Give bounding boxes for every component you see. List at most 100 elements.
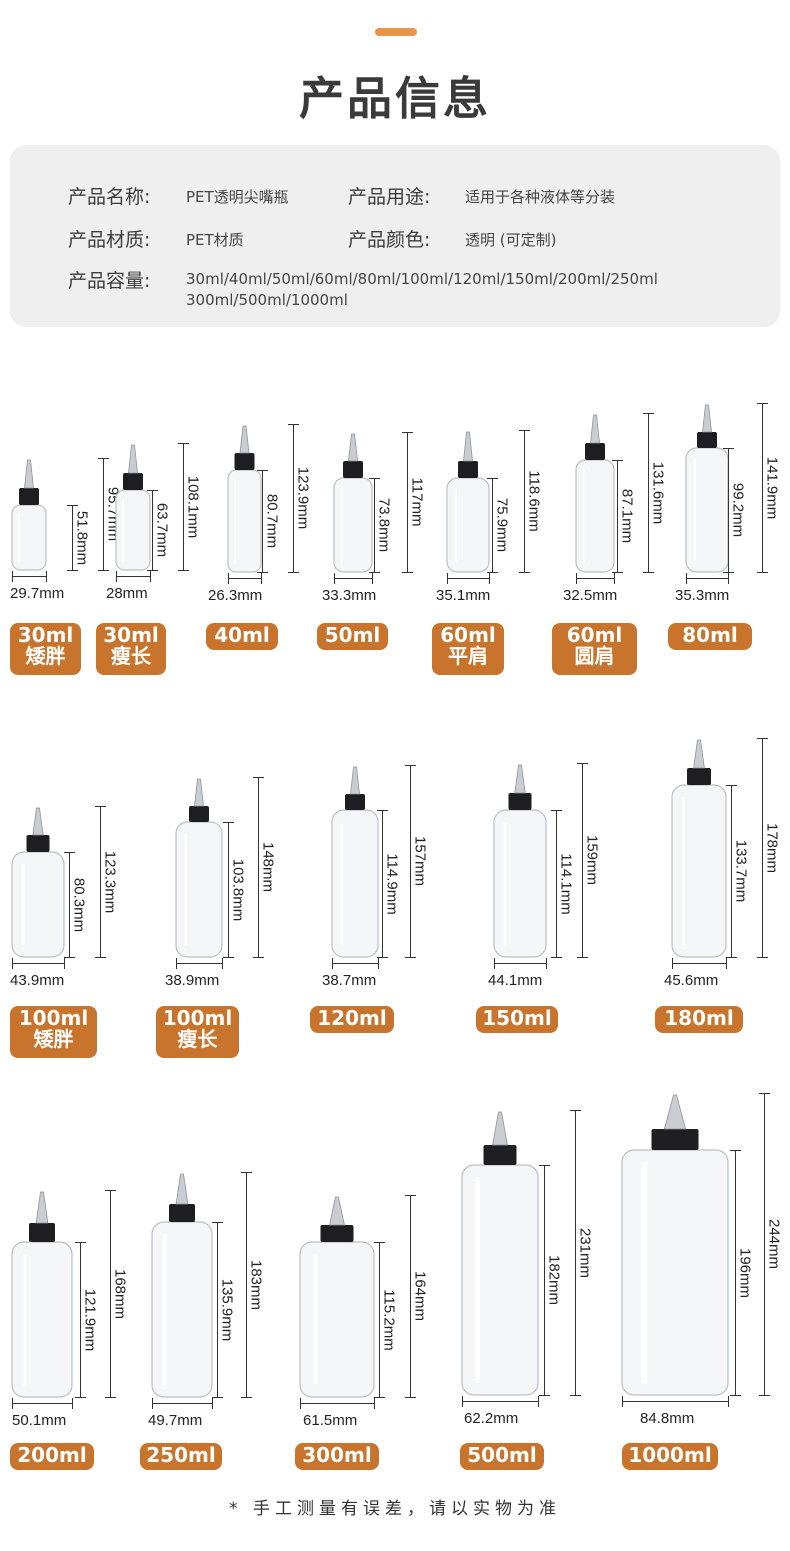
name-value: PET透明尖嘴瓶	[186, 188, 289, 206]
bottle-illustration	[11, 459, 47, 571]
body-height-line	[217, 1222, 218, 1397]
body-height-line	[556, 810, 557, 957]
width-label: 32.5mm	[563, 587, 618, 604]
body-height-tick-top	[64, 852, 75, 853]
bottle-illustration	[461, 1111, 539, 1396]
variant-label: 平肩	[448, 644, 488, 668]
body-height-tick-top	[223, 822, 234, 823]
body-height-label: 114.9mm	[383, 852, 401, 915]
body-height-tick-bottom	[64, 957, 75, 958]
body-height-tick-top	[612, 460, 623, 461]
body-height-tick-bottom	[369, 572, 380, 573]
body-height-line	[492, 478, 493, 572]
width-label: 29.7mm	[10, 585, 65, 602]
width-line	[176, 963, 222, 964]
total-height-line	[764, 1093, 765, 1395]
total-height-tick-top	[178, 443, 189, 444]
body-height-label: 121.9mm	[81, 1288, 99, 1351]
width-line	[332, 963, 378, 964]
total-height-tick-top	[253, 777, 264, 778]
width-tick-left	[622, 1396, 623, 1407]
capacity-badge: 300ml	[295, 1443, 379, 1470]
width-tick-left	[686, 573, 687, 584]
total-height-line	[246, 1172, 247, 1397]
total-height-line	[410, 1195, 411, 1397]
body-height-tick-top	[67, 505, 78, 506]
body-height-tick-bottom	[377, 957, 388, 958]
width-tick-left	[334, 573, 335, 584]
capacity-value-line2: 300ml/500ml/1000ml	[186, 291, 348, 309]
width-tick-left	[300, 1398, 301, 1409]
body-height-tick-top	[212, 1222, 223, 1223]
width-line	[12, 576, 46, 577]
width-label: 61.5mm	[303, 1412, 358, 1429]
total-height-line	[183, 443, 184, 570]
width-line	[228, 578, 261, 579]
body-height-line	[374, 478, 375, 572]
capacity-label: 100ml	[162, 1006, 233, 1030]
total-height-tick-bottom	[178, 570, 189, 571]
width-tick-right	[372, 573, 373, 584]
width-tick-right	[64, 958, 65, 969]
body-height-line	[735, 1150, 736, 1395]
capacity-label: 120ml	[317, 1006, 387, 1030]
capacity-badge: 120ml	[310, 1006, 394, 1033]
capacity-badge: 80ml	[668, 623, 752, 650]
variant-label: 瘦长	[111, 644, 151, 668]
total-height-tick-top	[98, 458, 109, 459]
width-tick-right	[374, 1398, 375, 1409]
capacity-badge: 40ml	[206, 623, 278, 650]
use-value: 适用于各种液体等分装	[465, 188, 616, 206]
body-height-line	[382, 810, 383, 957]
width-tick-left	[494, 958, 495, 969]
body-height-label: 115.2mm	[380, 1288, 398, 1351]
capacity-label: 80ml	[682, 623, 738, 647]
width-line	[116, 576, 150, 577]
total-height-line	[648, 413, 649, 572]
width-tick-left	[12, 958, 13, 969]
total-height-line	[258, 777, 259, 957]
width-tick-left	[228, 573, 229, 584]
total-height-label: 244mm	[765, 1218, 783, 1270]
body-height-label: 80.3mm	[70, 877, 88, 932]
name-label: 产品名称:	[68, 186, 151, 208]
total-height-label: 118.6mm	[525, 470, 543, 532]
total-height-tick-top	[288, 424, 299, 425]
width-line	[152, 1403, 212, 1404]
body-height-tick-bottom	[539, 1395, 550, 1396]
body-height-tick-top	[75, 1242, 86, 1243]
width-label: 43.9mm	[10, 972, 65, 989]
total-height-tick-top	[519, 430, 530, 431]
width-tick-left	[176, 958, 177, 969]
variant-label: 圆肩	[574, 644, 615, 668]
body-height-tick-bottom	[67, 570, 78, 571]
total-height-tick-bottom	[643, 572, 654, 573]
body-height-tick-top	[730, 1150, 741, 1151]
width-line	[462, 1401, 538, 1402]
capacity-badge: 500ml	[460, 1443, 544, 1470]
width-tick-right	[728, 1396, 729, 1407]
body-height-label: 75.9mm	[493, 497, 511, 553]
body-height-label: 87.1mm	[618, 488, 636, 544]
width-tick-right	[614, 573, 615, 584]
body-height-tick-bottom	[257, 572, 268, 573]
total-height-label: 123.9mm	[294, 466, 312, 530]
variant-label: 矮胖	[33, 1027, 74, 1051]
width-tick-left	[116, 571, 117, 582]
total-height-label: 141.9mm	[763, 456, 781, 519]
color-label: 产品颜色:	[348, 229, 431, 251]
bottle-illustration	[11, 807, 65, 958]
body-height-tick-bottom	[374, 1397, 385, 1398]
body-height-label: 135.9mm	[218, 1278, 236, 1341]
body-height-line	[379, 1242, 380, 1397]
bottle-illustration	[575, 414, 615, 573]
total-height-label: 123.3mm	[101, 850, 119, 913]
bottle-illustration	[331, 766, 379, 958]
page-title: 产品信息	[298, 72, 491, 125]
material-value: PET材质	[186, 231, 244, 249]
width-tick-right	[546, 958, 547, 969]
capacity-badge: 250ml	[140, 1443, 222, 1470]
bottle-illustration	[685, 404, 729, 573]
